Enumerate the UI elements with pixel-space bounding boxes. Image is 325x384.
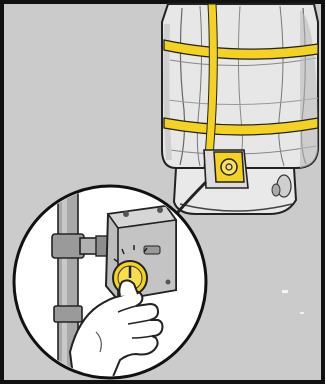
small-dial-icon — [221, 159, 237, 175]
water-heater-icon — [162, 4, 318, 228]
